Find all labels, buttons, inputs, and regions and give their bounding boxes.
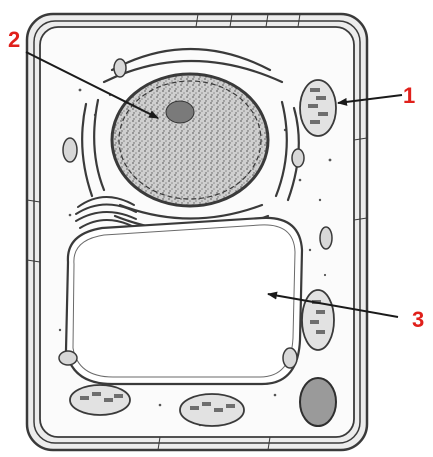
chloroplast [180, 394, 244, 426]
chloroplast [70, 385, 130, 415]
chloroplast [300, 80, 336, 136]
label-2: 2 [8, 27, 20, 52]
label-3: 3 [412, 307, 424, 332]
label-1: 1 [403, 83, 415, 108]
nucleus [112, 74, 268, 206]
central-vacuole [66, 218, 302, 384]
nucleolus [166, 101, 194, 123]
chloroplast [302, 290, 334, 350]
amyloplast [300, 378, 336, 426]
